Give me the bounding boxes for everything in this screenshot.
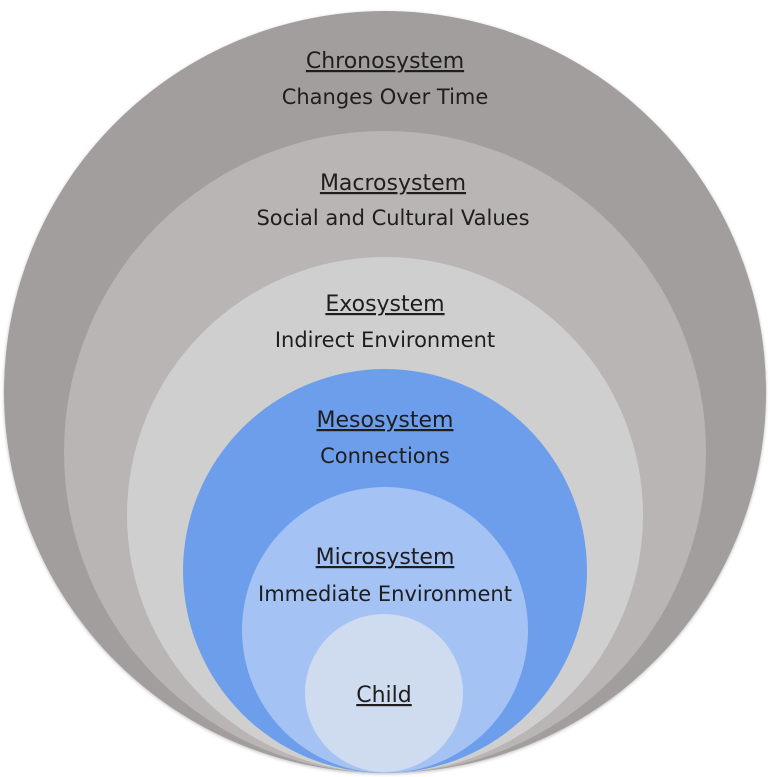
chronosystem-subtitle: Changes Over Time: [282, 85, 489, 109]
microsystem-subtitle: Immediate Environment: [258, 582, 512, 606]
mesosystem-title: Mesosystem: [317, 408, 454, 433]
exosystem-subtitle: Indirect Environment: [275, 328, 495, 352]
exosystem-title: Exosystem: [325, 292, 444, 317]
mesosystem-subtitle: Connections: [320, 444, 450, 468]
child-title: Child: [356, 683, 412, 708]
macrosystem-title: Macrosystem: [320, 171, 466, 196]
macrosystem-subtitle: Social and Cultural Values: [256, 206, 529, 230]
chronosystem-title: Chronosystem: [306, 49, 464, 74]
child-circle: [305, 614, 463, 772]
microsystem-title: Microsystem: [316, 545, 455, 570]
